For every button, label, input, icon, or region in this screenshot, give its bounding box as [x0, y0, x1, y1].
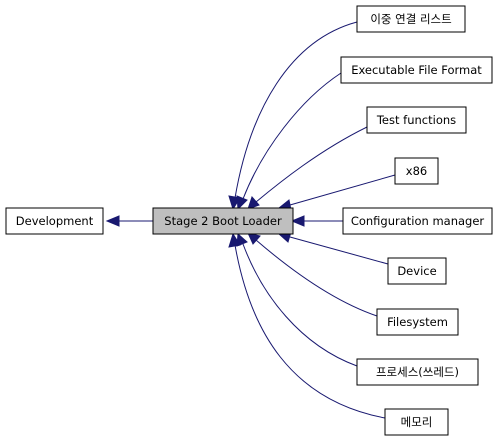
nodes: Development Stage 2 Boot Loader 이중 연결 리스…: [5, 5, 493, 436]
arrowhead-child-1: [236, 195, 248, 211]
edge-child-5: [289, 236, 389, 265]
edge-child-8: [234, 244, 386, 419]
edge-child-1: [242, 72, 342, 200]
node-label: 이중 연결 리스트: [370, 12, 451, 26]
node-development[interactable]: Development: [5, 207, 104, 235]
arrowhead-child-8: [228, 232, 241, 248]
arrowhead-child-4: [290, 215, 305, 227]
node-child-6[interactable]: Filesystem: [376, 308, 459, 336]
node-child-3[interactable]: x86: [394, 157, 439, 185]
node-label: Stage 2 Boot Loader: [164, 214, 282, 228]
node-child-1[interactable]: Executable File Format: [340, 56, 493, 84]
arrowhead-child-7: [236, 232, 248, 247]
node-label: Executable File Format: [351, 63, 482, 77]
node-label: Development: [16, 214, 94, 228]
node-label: Test functions: [376, 113, 456, 127]
edge-child-3: [289, 174, 396, 206]
edge-child-2: [255, 126, 368, 203]
node-child-5[interactable]: Device: [387, 257, 447, 285]
edge-child-7: [242, 243, 358, 367]
node-label: 메모리: [401, 415, 433, 429]
node-stage2-boot-loader[interactable]: Stage 2 Boot Loader: [152, 207, 294, 235]
node-child-2[interactable]: Test functions: [366, 106, 467, 134]
node-child-4[interactable]: Configuration manager: [342, 207, 493, 235]
node-child-8[interactable]: 메모리: [384, 408, 449, 436]
node-label: Device: [397, 264, 436, 278]
edges: [105, 21, 396, 419]
arrowhead-development: [105, 215, 120, 227]
node-label: 프로세스(쓰레드): [376, 365, 459, 379]
node-child-0[interactable]: 이중 연결 리스트: [356, 5, 466, 33]
node-child-7[interactable]: 프로세스(쓰레드): [356, 358, 479, 386]
node-label: Filesystem: [387, 315, 448, 329]
node-label: x86: [406, 164, 427, 178]
node-label: Configuration manager: [351, 214, 485, 228]
edge-child-0: [234, 21, 358, 199]
arrowhead-child-2: [247, 196, 260, 210]
edge-child-6: [255, 239, 378, 317]
